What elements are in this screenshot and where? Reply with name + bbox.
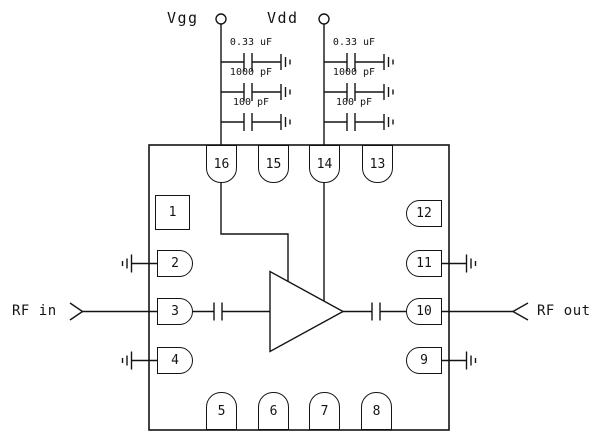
pin-label: 5 xyxy=(217,403,226,419)
rf-in-label: RF in xyxy=(12,303,57,319)
vgg-bypass-capacitor-2-icon xyxy=(221,83,291,101)
ic-package-outline xyxy=(148,144,450,431)
vgg-bypass-capacitor-1-icon xyxy=(221,53,291,71)
pin-3: 3 xyxy=(157,298,193,325)
vgg-cap1-value: 0.33 uF xyxy=(229,37,273,48)
rf-in-arrow-icon xyxy=(69,302,84,321)
vgg-cap2-value: 1000 pF xyxy=(229,67,273,78)
pin-8: 8 xyxy=(361,392,392,430)
pin-6: 6 xyxy=(258,392,289,430)
vdd-cap1-value: 0.33 uF xyxy=(332,37,376,48)
pin-12: 12 xyxy=(406,200,442,227)
pin-label: 4 xyxy=(171,353,179,368)
pin-label: 6 xyxy=(269,403,278,419)
vgg-label: Vgg xyxy=(167,9,199,27)
pin4-ground-icon xyxy=(121,351,157,370)
pin-7: 7 xyxy=(309,392,340,430)
rf-out-arrow-icon xyxy=(511,302,529,321)
pin-label: 13 xyxy=(369,156,386,172)
vdd-bypass-capacitor-3-icon xyxy=(324,113,394,131)
input-dc-block-capacitor-icon xyxy=(193,302,270,321)
vdd-label: Vdd xyxy=(267,9,299,27)
amplifier-icon xyxy=(269,270,345,353)
vdd-terminal-icon xyxy=(318,13,330,145)
pin-10: 10 xyxy=(406,298,442,325)
gate-bias-wire xyxy=(220,183,289,281)
rf-out-label: RF out xyxy=(537,303,591,319)
pin9-ground-icon xyxy=(442,351,477,370)
pin-4: 4 xyxy=(157,347,193,374)
pin-label: 16 xyxy=(213,156,230,172)
pin-label: 10 xyxy=(416,304,432,319)
pin-11: 11 xyxy=(406,250,442,277)
pin-label: 11 xyxy=(416,256,432,271)
vdd-cap3-value: 100 pF xyxy=(335,97,373,108)
ground-icon xyxy=(383,114,394,130)
pin-label: 2 xyxy=(171,256,179,271)
ground-icon xyxy=(280,54,291,70)
pin11-ground-icon xyxy=(442,254,477,273)
vgg-bypass-capacitor-3-icon xyxy=(221,113,291,131)
pin-5: 5 xyxy=(206,392,237,430)
ground-icon xyxy=(280,84,291,100)
pin-label: 7 xyxy=(320,403,329,419)
pin-label: 15 xyxy=(265,156,282,172)
pin-label: 9 xyxy=(420,353,428,368)
pin-9: 9 xyxy=(406,347,442,374)
pin-label: 8 xyxy=(372,403,381,419)
ground-icon xyxy=(383,84,394,100)
pin-label: 1 xyxy=(168,205,177,220)
pin-label: 12 xyxy=(416,206,432,221)
pin-2: 2 xyxy=(157,250,193,277)
vgg-terminal-icon xyxy=(215,13,227,145)
vgg-cap3-value: 100 pF xyxy=(232,97,270,108)
pin-label: 14 xyxy=(316,156,333,172)
pin-1: 1 xyxy=(155,195,190,230)
vdd-cap2-value: 1000 pF xyxy=(332,67,376,78)
pin-15: 15 xyxy=(258,145,289,183)
ground-icon xyxy=(280,114,291,130)
pin-13: 13 xyxy=(362,145,393,183)
pin-16: 16 xyxy=(206,145,237,183)
pin2-ground-icon xyxy=(121,254,157,273)
output-dc-block-capacitor-icon xyxy=(343,302,406,321)
vdd-bypass-capacitor-2-icon xyxy=(324,83,394,101)
vdd-bypass-capacitor-1-icon xyxy=(324,53,394,71)
pin-14: 14 xyxy=(309,145,340,183)
pin-label: 3 xyxy=(171,304,179,319)
ground-icon xyxy=(383,54,394,70)
